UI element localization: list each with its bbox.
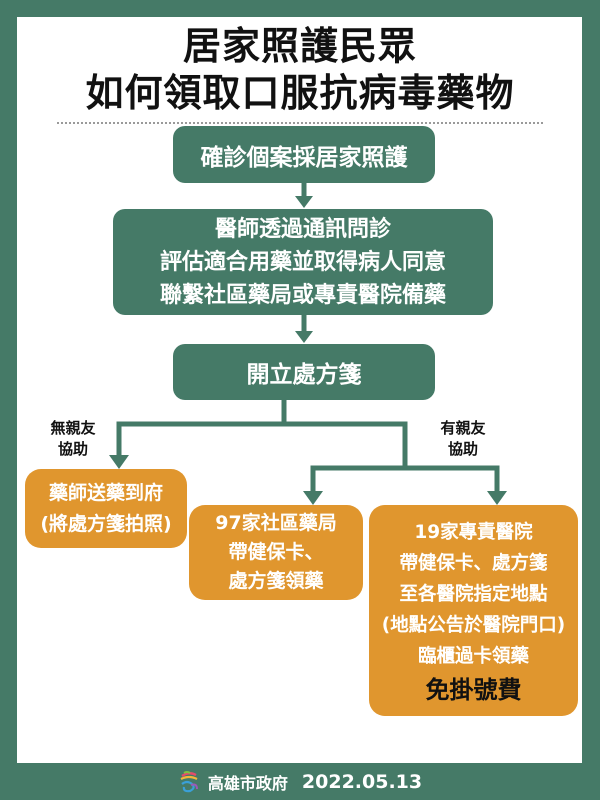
footer-date: 2022.05.13 bbox=[301, 770, 423, 793]
title-line-1: 居家照護民眾 bbox=[182, 24, 417, 68]
footer: 高雄市政府 2022.05.13 bbox=[0, 763, 600, 800]
step1-text: 確診個案採居家照護 bbox=[200, 144, 408, 171]
hospital-text-5: 臨櫃過卡領藥 bbox=[417, 646, 529, 667]
footer-org: 高雄市政府 bbox=[207, 773, 288, 793]
hospital-text-1: 19家專責醫院 bbox=[414, 522, 533, 543]
branch-right-line-1: 有親友 bbox=[440, 419, 486, 437]
step-issue-prescription: 開立處方箋 bbox=[173, 344, 435, 400]
step2-text-3: 聯繫社區藥局或專責醫院備藥 bbox=[159, 282, 446, 308]
delivery-text-2: (將處方箋拍照) bbox=[40, 512, 172, 535]
step3-text: 開立處方箋 bbox=[246, 362, 362, 388]
outcome-pharmacist-delivery: 藥師送藥到府 (將處方箋拍照) bbox=[25, 469, 187, 548]
title-line-2: 如何領取口服抗病毒藥物 bbox=[85, 71, 515, 115]
delivery-text-1: 藥師送藥到府 bbox=[48, 481, 163, 504]
hospital-text-4: (地點公告於醫院門口) bbox=[381, 615, 566, 636]
hospital-text-3: 至各醫院指定地點 bbox=[399, 584, 548, 605]
branch-left-line-1: 無親友 bbox=[50, 419, 96, 437]
step-telemedicine-consult: 醫師透過通訊問診 評估適合用藥並取得病人同意 聯繫社區藥局或專責醫院備藥 bbox=[113, 209, 493, 315]
outcome-designated-hospital: 19家專責醫院 帶健保卡、處方箋 至各醫院指定地點 (地點公告於醫院門口) 臨櫃… bbox=[369, 505, 578, 716]
hospital-text-2: 帶健保卡、處方箋 bbox=[399, 553, 548, 574]
branch-right-line-2: 協助 bbox=[447, 440, 478, 458]
branch-label-no-help: 無親友 協助 bbox=[42, 418, 104, 460]
hospital-free-registration: 免掛號費 bbox=[425, 676, 522, 704]
pharmacy-text-3: 處方箋領藥 bbox=[228, 570, 324, 592]
outcome-community-pharmacy: 97家社區藥局 帶健保卡、 處方箋領藥 bbox=[189, 505, 363, 600]
kaohsiung-city-logo-icon bbox=[178, 770, 200, 794]
step2-text-2: 評估適合用藥並取得病人同意 bbox=[159, 249, 446, 275]
branch-label-with-help: 有親友 協助 bbox=[432, 418, 494, 460]
dotted-separator bbox=[57, 122, 543, 124]
step2-text-1: 醫師透過通訊問診 bbox=[214, 216, 391, 242]
pharmacy-text-2: 帶健保卡、 bbox=[228, 541, 324, 563]
pharmacy-text-1: 97家社區藥局 bbox=[215, 512, 337, 534]
branch-left-line-2: 協助 bbox=[57, 440, 88, 458]
step-confirmed-home-care: 確診個案採居家照護 bbox=[173, 126, 435, 183]
